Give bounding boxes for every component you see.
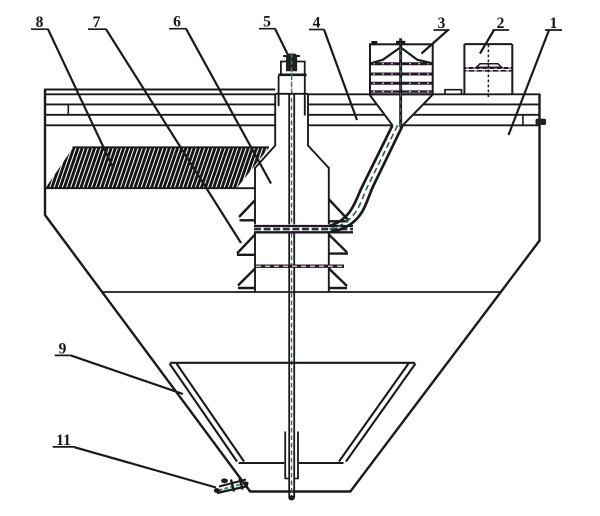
svg-text:3: 3: [438, 15, 446, 32]
svg-text:8: 8: [36, 14, 44, 31]
svg-text:11: 11: [56, 432, 71, 449]
svg-text:2: 2: [497, 15, 505, 32]
svg-text:9: 9: [59, 341, 67, 358]
svg-text:4: 4: [313, 15, 321, 32]
svg-text:5: 5: [263, 14, 271, 31]
svg-text:6: 6: [173, 14, 181, 31]
svg-text:1: 1: [550, 15, 558, 32]
svg-text:7: 7: [93, 14, 101, 31]
